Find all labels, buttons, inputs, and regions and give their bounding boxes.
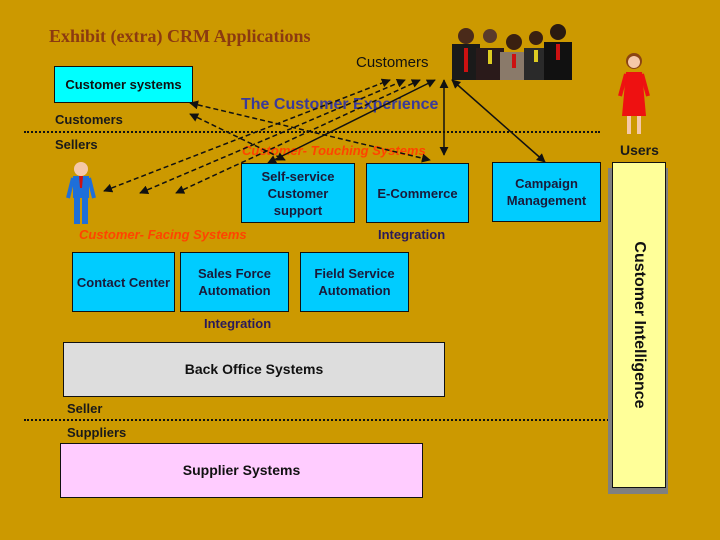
customer-intelligence-box: Customer Intelligence — [612, 162, 666, 488]
campaign-management-box: Campaign Management — [492, 162, 601, 222]
integration-label-2: Integration — [204, 316, 272, 331]
integration-label-1: Integration — [378, 227, 446, 242]
contact-center-box: Contact Center — [72, 252, 175, 312]
ecommerce-box: E-Commerce — [366, 163, 469, 223]
suppliers-label: Suppliers — [67, 425, 127, 440]
back-office-systems-box: Back Office Systems — [63, 342, 445, 397]
user-person-icon — [618, 53, 650, 134]
sales-force-automation-box: Sales Force Automation — [180, 252, 289, 312]
customers-group-icon — [452, 24, 572, 80]
customers-top-label: Customers — [356, 54, 429, 71]
seller-supplier-divider — [24, 419, 616, 421]
customers-left-label: Customers — [55, 112, 123, 127]
field-service-automation-box: Field Service Automation — [300, 252, 409, 312]
customer-facing-label: Customer- Facing Systems — [79, 227, 247, 242]
sellers-label: Sellers — [55, 137, 98, 152]
customer-seller-divider — [24, 131, 600, 133]
seller-label: Seller — [67, 401, 103, 416]
self-service-box: Self-service Customer support — [241, 163, 355, 223]
users-label: Users — [620, 142, 659, 158]
customer-touching-label: Customer- Touching Systems — [242, 143, 426, 158]
customer-experience-label: The Customer Experience — [241, 96, 439, 113]
arrow-customers-to-campaign — [451, 79, 546, 163]
seller-person-icon — [66, 162, 96, 224]
customer-intelligence-label: Customer Intelligence — [631, 241, 648, 409]
customer-systems-box: Customer systems — [54, 66, 193, 103]
page-title: Exhibit (extra) CRM Applications — [49, 26, 311, 46]
supplier-systems-box: Supplier Systems — [60, 443, 423, 498]
